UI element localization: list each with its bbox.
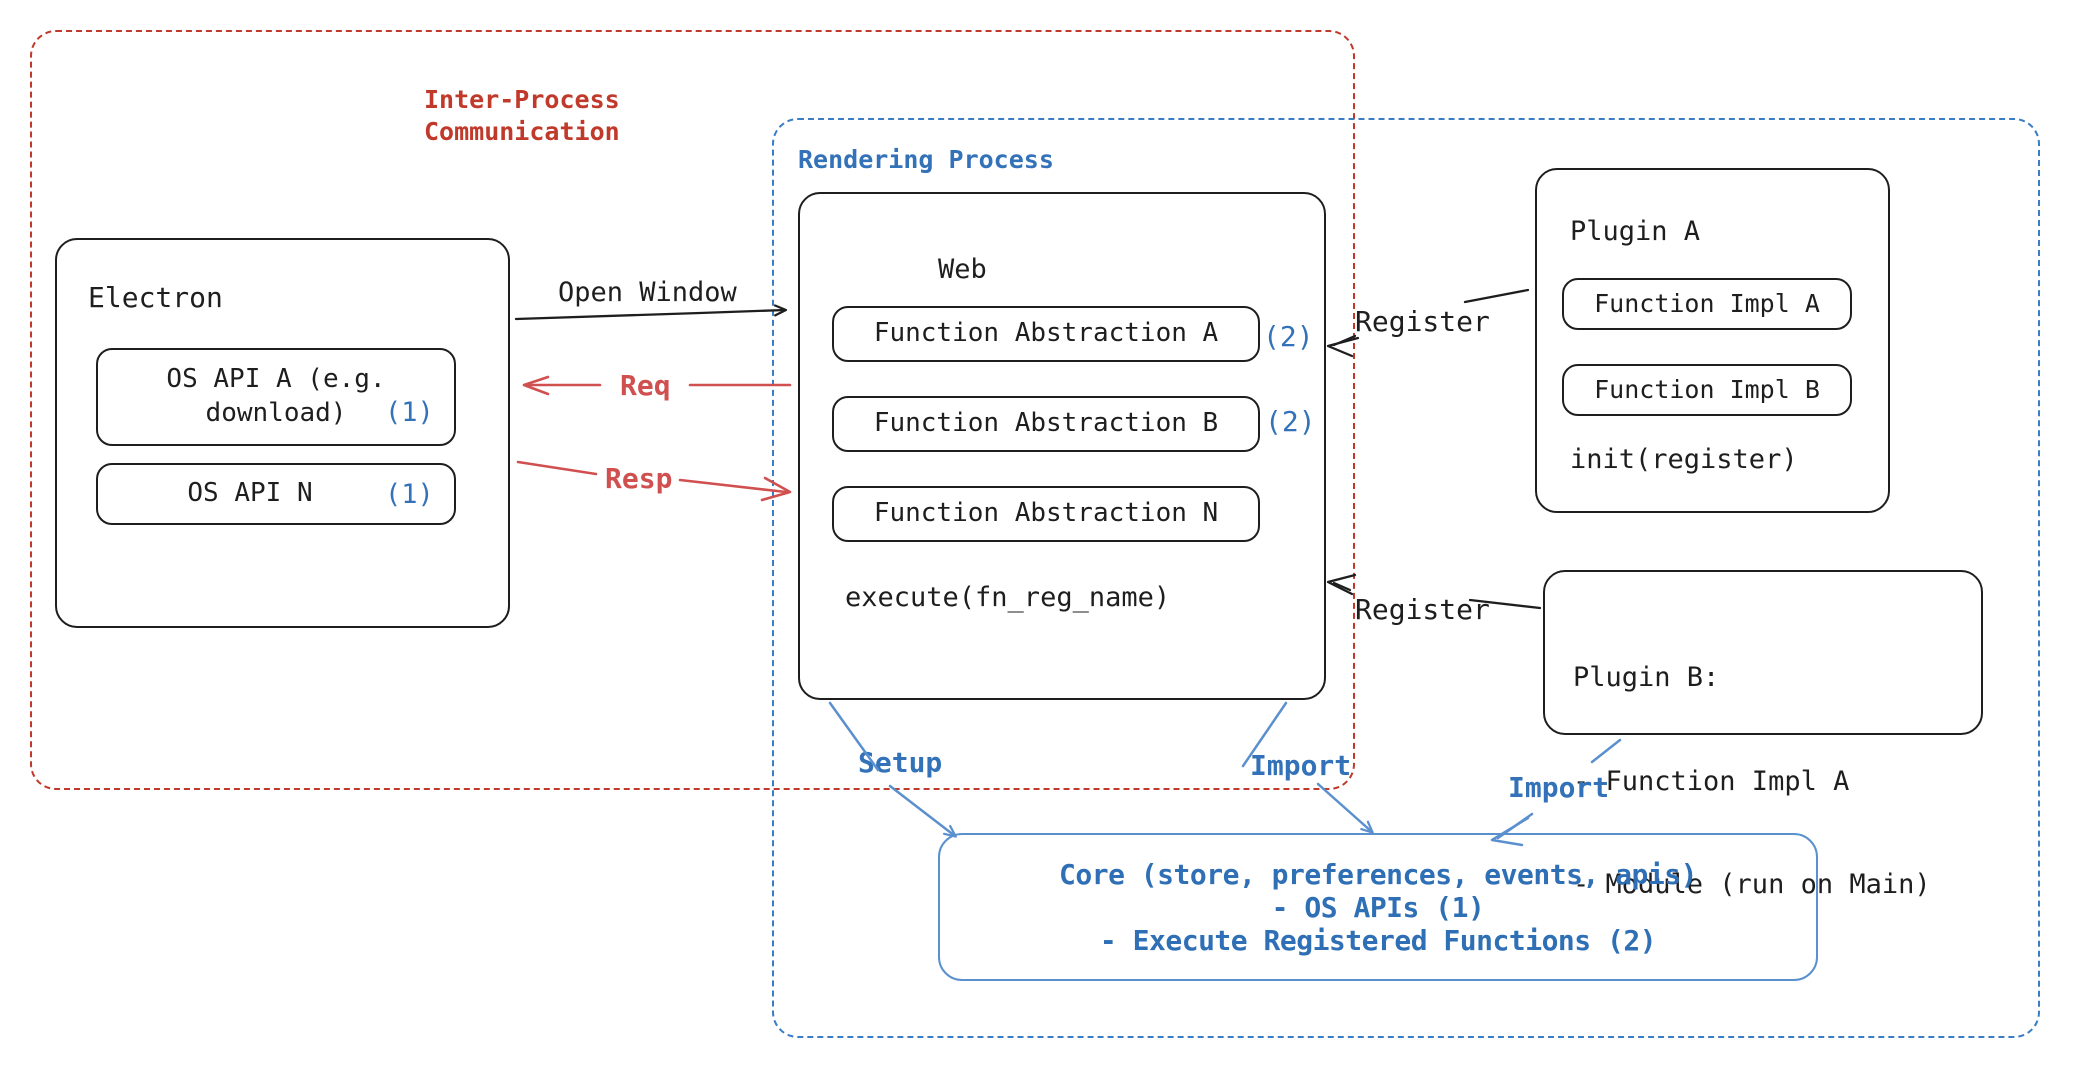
core-box[interactable]: Core (store, preferences, events, apis) … — [938, 833, 1818, 981]
rendering-process-region — [772, 118, 2040, 1038]
web-execute-label: execute(fn_reg_name) — [845, 582, 1171, 613]
core-line-0: Core (store, preferences, events, apis) — [1059, 857, 1697, 891]
import-web-edge-label: Import — [1250, 749, 1352, 782]
open-window-edge-label: Open Window — [558, 277, 737, 308]
plugin-b-item-0: - Function Impl A — [1573, 765, 1850, 797]
web-box[interactable] — [798, 192, 1326, 700]
electron-box[interactable] — [55, 238, 510, 628]
ipc-region — [30, 30, 1355, 790]
function-abstraction-n-box[interactable] — [832, 486, 1260, 542]
plugin-a-init-label: init(register) — [1570, 444, 1798, 475]
os-api-a-marker: (1) — [385, 397, 434, 428]
os-api-n-box[interactable] — [96, 463, 456, 525]
core-line-2: - Execute Registered Functions (2) — [1099, 923, 1657, 957]
function-abstraction-a-marker: (2) — [1263, 320, 1314, 353]
os-api-n-marker: (1) — [385, 479, 434, 510]
os-api-a-box[interactable] — [96, 348, 456, 446]
setup-edge-label: Setup — [858, 746, 943, 779]
electron-title: Electron — [88, 281, 223, 314]
core-line-1: - OS APIs (1) — [1271, 890, 1485, 924]
rendering-process-label: Rendering Process — [798, 145, 1054, 174]
function-abstraction-b-box[interactable] — [832, 396, 1260, 452]
plugin-b-title: Plugin B: — [1573, 662, 1720, 694]
web-title: Web — [938, 254, 987, 285]
plugin-b-box[interactable] — [1543, 570, 1983, 735]
resp-edge-label: Resp — [605, 462, 673, 495]
req-edge-label: Req — [620, 369, 671, 402]
function-impl-a-box[interactable] — [1562, 278, 1852, 330]
register-a-edge-label: Register — [1355, 305, 1490, 338]
register-b-edge-label: Register — [1355, 593, 1490, 626]
import-plugin-edge-label: Import — [1508, 771, 1610, 804]
plugin-a-box[interactable] — [1535, 168, 1890, 513]
function-abstraction-a-box[interactable] — [832, 306, 1260, 362]
function-abstraction-b-marker: (2) — [1265, 405, 1316, 438]
plugin-a-title: Plugin A — [1570, 216, 1701, 247]
function-impl-b-box[interactable] — [1562, 364, 1852, 416]
ipc-region-label: Inter-Process Communication — [424, 85, 620, 146]
